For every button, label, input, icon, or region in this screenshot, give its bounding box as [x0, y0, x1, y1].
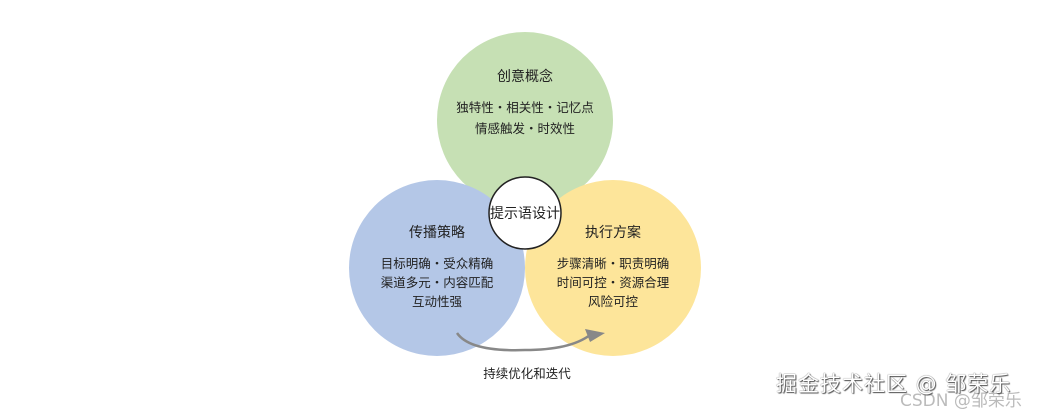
- circle-communication: [349, 180, 525, 356]
- circle-creative: [437, 32, 613, 208]
- arrow-head-icon: [585, 329, 605, 342]
- circle-execution: [525, 180, 701, 356]
- execution-title: 执行方案: [585, 224, 641, 241]
- execution-line: 风险可控: [588, 294, 639, 309]
- communication-line: 渠道多元・内容匹配: [381, 275, 494, 290]
- execution-line: 时间可控・资源合理: [557, 275, 670, 290]
- communication-title: 传播策略: [409, 224, 465, 241]
- communication-line: 互动性强: [412, 294, 463, 309]
- communication-line: 目标明确・受众精确: [381, 256, 494, 271]
- creative-line: 情感触发・时效性: [475, 121, 575, 136]
- creative-line: 独特性・相关性・记忆点: [456, 100, 594, 115]
- center-label: 提示语设计: [490, 206, 560, 222]
- iteration-arrow: [455, 332, 591, 352]
- arrow-label: 持续优化和迭代: [483, 366, 571, 381]
- juejin-watermark: 掘金技术社区 @ 邹荣乐: [776, 372, 1012, 396]
- center-circle: [488, 176, 562, 250]
- creative-title: 创意概念: [497, 68, 553, 85]
- execution-line: 步骤清晰・职责明确: [557, 256, 670, 271]
- csdn-watermark: CSDN @邹荣乐: [900, 391, 1022, 411]
